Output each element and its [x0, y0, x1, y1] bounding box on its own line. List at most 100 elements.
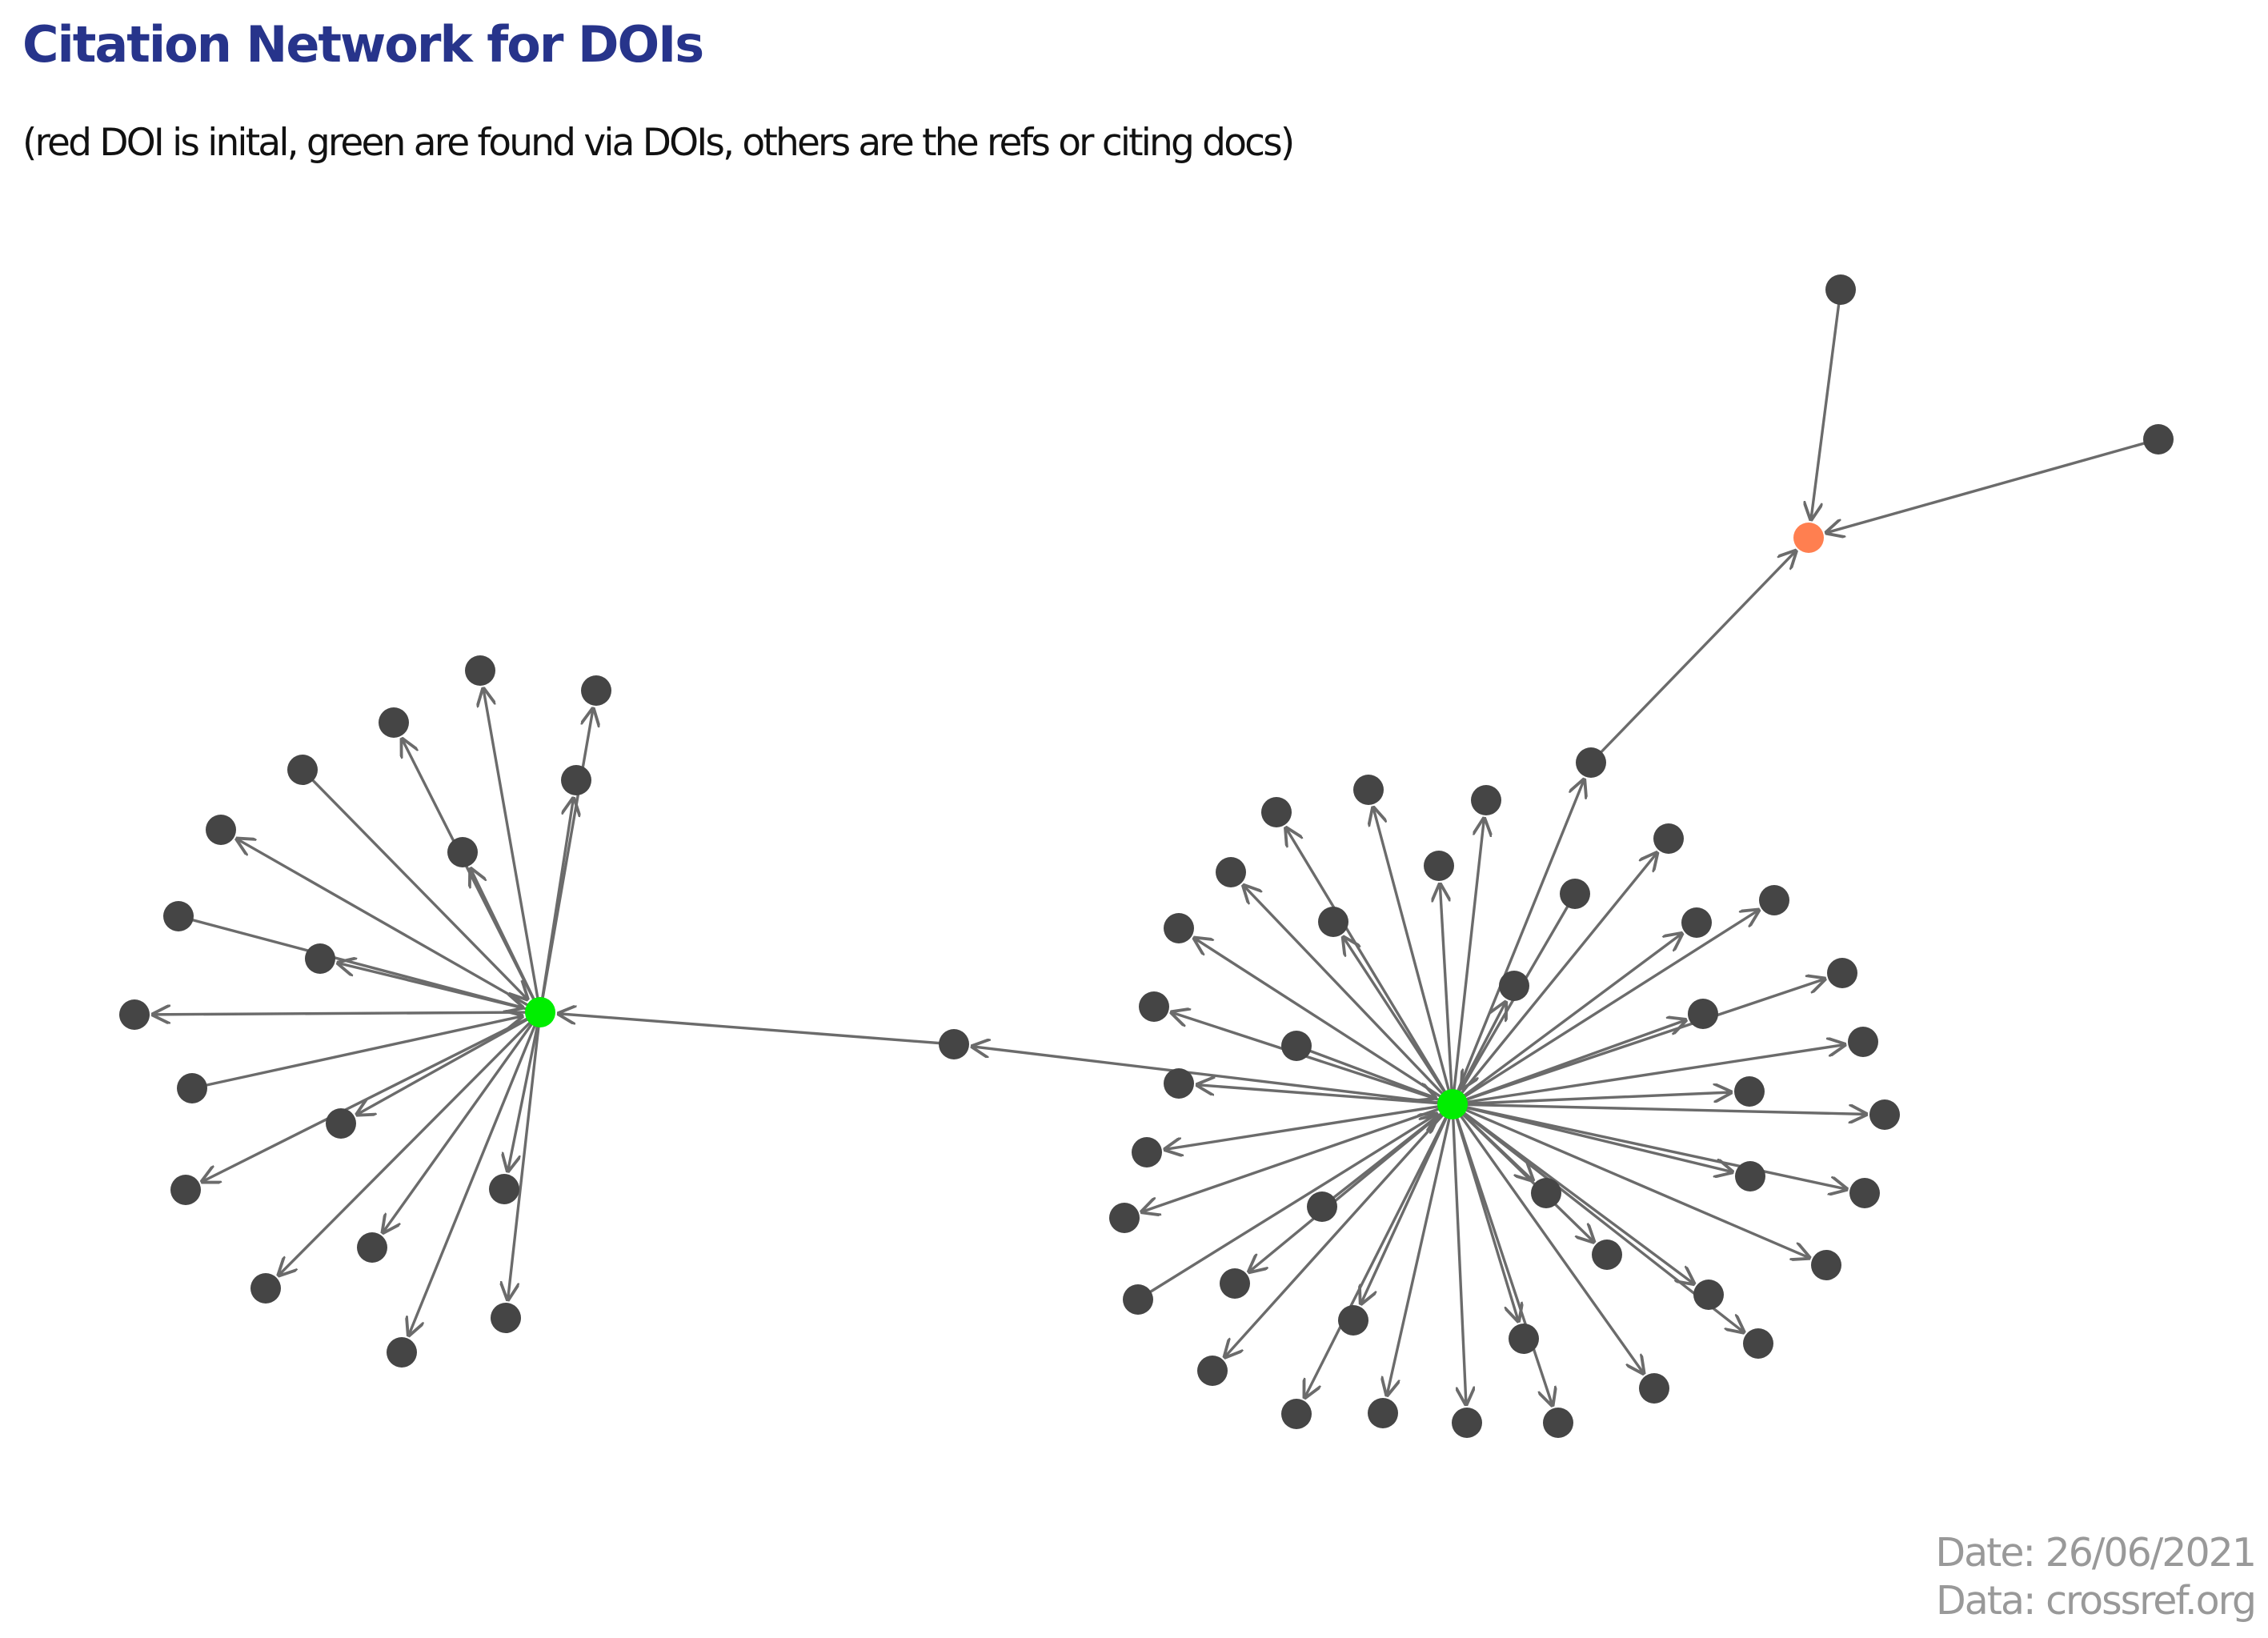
citation-edge [1451, 1103, 1645, 1375]
citation-edge [1164, 1103, 1453, 1150]
doi-node [250, 1273, 281, 1304]
citation-edge [971, 1047, 1453, 1106]
doi-node [1281, 1399, 1312, 1429]
citation-edge [1451, 851, 1658, 1106]
doi-node [1592, 1240, 1622, 1270]
found-doi-node [525, 997, 555, 1027]
doi-node [177, 1073, 207, 1103]
doi-node [1471, 785, 1501, 815]
citation-edge [1452, 1092, 1733, 1106]
citation-edge [507, 1011, 542, 1301]
citation-edge [1224, 1103, 1454, 1358]
doi-node [1353, 775, 1384, 805]
doi-node [170, 1175, 201, 1205]
doi-node [379, 707, 409, 738]
doi-node [2143, 424, 2174, 455]
doi-node [1261, 797, 1292, 827]
doi-node [939, 1029, 969, 1059]
doi-node [1109, 1203, 1140, 1233]
citation-edge [151, 1012, 541, 1015]
doi-node [1743, 1328, 1773, 1359]
doi-node [1681, 907, 1712, 938]
doi-node [489, 1174, 519, 1204]
doi-node [465, 655, 495, 686]
doi-node [447, 837, 478, 867]
doi-node [1509, 1324, 1539, 1354]
citation-edge [1451, 1103, 1553, 1407]
doi-node [1452, 1408, 1482, 1438]
citation-edge [507, 1011, 542, 1172]
doi-node [1499, 971, 1529, 1001]
doi-node [1734, 1076, 1765, 1107]
citation-edge [1296, 1044, 1437, 1099]
doi-node [1139, 991, 1169, 1022]
doi-node [387, 1337, 417, 1368]
citation-edge [1243, 884, 1454, 1106]
doi-node [1307, 1191, 1337, 1222]
doi-node [1735, 1161, 1765, 1191]
doi-node [1849, 1178, 1880, 1208]
citation-edge [301, 768, 528, 1000]
doi-node [1560, 879, 1590, 909]
doi-node [1827, 958, 1857, 988]
caption-date: Date: 26/06/2021 [1935, 1530, 2257, 1576]
citation-edge [1452, 1103, 1868, 1114]
citation-edge [1248, 1103, 1454, 1273]
initial-doi-node [1793, 523, 1824, 553]
doi-node [1825, 274, 1856, 305]
citation-edge [1451, 1103, 1466, 1406]
doi-node [163, 901, 194, 931]
citation-edge [1452, 1103, 1848, 1190]
citation-edge [1451, 933, 1683, 1106]
doi-node [1123, 1284, 1153, 1315]
doi-node [1811, 1250, 1841, 1280]
doi-node [1531, 1178, 1561, 1208]
doi-node [1869, 1099, 1900, 1130]
doi-node [561, 765, 591, 795]
citation-edge [1196, 1085, 1453, 1106]
page-title: Citation Network for DOIs [22, 15, 704, 74]
doi-node [1576, 747, 1606, 778]
doi-node [119, 999, 150, 1030]
citation-edge [1452, 979, 1826, 1106]
doi-node [1688, 999, 1718, 1029]
chart-subtitle: (red DOI is inital, green are found via … [22, 121, 1295, 165]
citation-edge [408, 1011, 542, 1337]
doi-node [1759, 885, 1789, 915]
citation-edge [1452, 1103, 1811, 1259]
citation-edge [201, 1011, 541, 1183]
citation-edge [1137, 1113, 1438, 1301]
found-doi-node [1437, 1089, 1468, 1119]
doi-node [1281, 1031, 1312, 1061]
citation-edge [235, 838, 541, 1014]
citation-edge [355, 1011, 541, 1115]
doi-node [1132, 1137, 1162, 1167]
doi-node [1639, 1373, 1669, 1404]
doi-node [1216, 857, 1246, 887]
doi-node [206, 815, 236, 845]
citation-edge [191, 1015, 523, 1090]
citation-edge [1452, 909, 1760, 1106]
node-layer [119, 274, 2174, 1438]
doi-node [581, 675, 611, 706]
doi-node [1338, 1305, 1368, 1336]
doi-node [326, 1108, 356, 1139]
citation-edge [382, 1011, 542, 1234]
doi-node [1693, 1280, 1724, 1310]
doi-node [1848, 1027, 1878, 1057]
doi-node [1368, 1398, 1398, 1428]
doi-node [1318, 907, 1348, 937]
citation-edge [1170, 1012, 1453, 1106]
citation-edge [1140, 1103, 1453, 1212]
citation-edge [1451, 1103, 1595, 1243]
edge-layer [151, 289, 2159, 1407]
doi-node [491, 1303, 521, 1333]
citation-edge [1342, 936, 1454, 1105]
citation-edge [1825, 438, 2159, 533]
doi-node [305, 943, 335, 974]
doi-node [1197, 1356, 1228, 1386]
doi-node [1424, 851, 1454, 881]
citation-edge [1452, 1044, 1846, 1106]
citation-edge [1304, 1103, 1454, 1399]
